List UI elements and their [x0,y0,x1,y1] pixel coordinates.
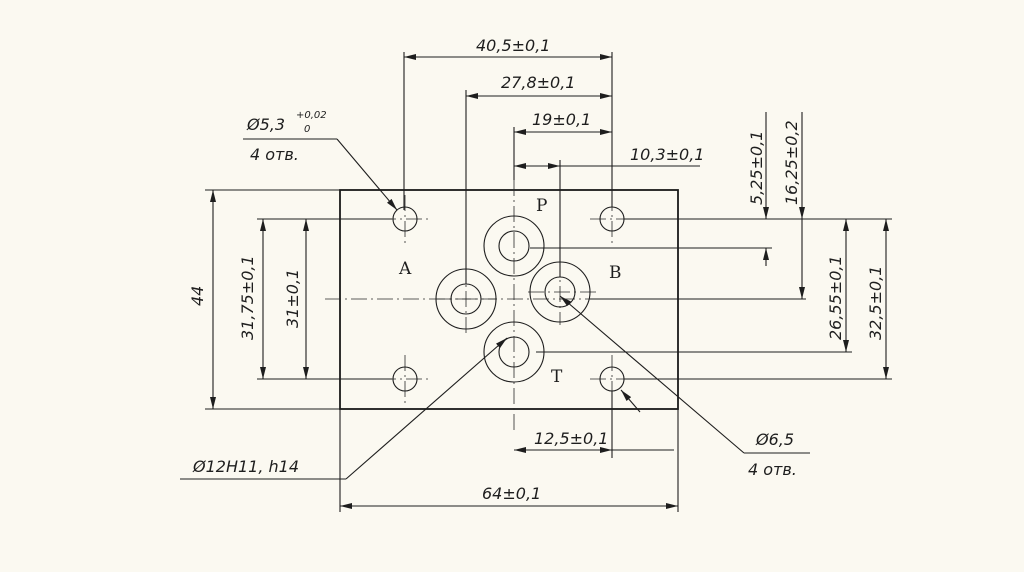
dim-32-5-label: 32,5±0,1 [866,266,885,340]
dim-10-3: 10,3±0,1 [514,145,704,277]
dim-64-label: 64±0,1 [482,484,541,503]
dim-40-5: 40,5±0,1 [403,36,613,210]
dim-27-8: 27,8±0,1 [465,73,612,284]
dia-12-label: Ø12H11, h14 [192,457,299,476]
dim-44-label: 44 [188,286,207,306]
dia-5-3-tolerance-lower: 0 [304,124,310,135]
port-label-b: B [609,263,622,283]
dim-26-55-label: 26,55±0,1 [826,255,845,340]
dim-31-label: 31±0,1 [283,269,302,328]
dim-31: 31±0,1 [283,219,309,379]
port-label-a: A [398,259,412,279]
dim-27-8-label: 27,8±0,1 [501,73,575,92]
dia-6-5-label: Ø6,5 [755,430,794,449]
corner-hole-top-left [392,206,418,232]
dim-32-5: 32,5±0,1 [624,218,892,380]
dim-40-5-label: 40,5±0,1 [476,36,550,55]
dia-5-3-count: 4 отв. [250,145,299,164]
dim-31-75: 31,75±0,1 [238,218,392,380]
dim-64: 64±0,1 [339,409,679,512]
dim-16-25-label: 16,25±0,2 [782,120,801,205]
port-label-p: P [536,196,547,216]
dim-5-25-label: 5,25±0,1 [747,131,766,205]
dia-5-3-tolerance-upper: +0,02 [296,110,327,121]
dim-10-3-label: 10,3±0,1 [630,145,704,164]
dim-19: 19±0,1 [513,110,612,180]
dim-44: 44 [188,189,340,410]
dim-12-5-label: 12,5±0,1 [534,429,608,448]
dim-31-75-label: 31,75±0,1 [238,255,257,340]
callout-dia-5-3: Ø5,3 +0,02 0 4 отв. [243,110,398,211]
callout-dia-6-5: Ø6,5 4 отв. [559,295,810,479]
dim-5-25: 5,25±0,1 [530,112,772,266]
dia-6-5-count: 4 отв. [748,460,797,479]
dim-19-label: 19±0,1 [532,110,591,129]
dia-5-3-label: Ø5,3 [246,115,285,134]
port-hole-p [483,215,545,277]
port-label-t: T [551,367,563,387]
dim-26-55: 26,55±0,1 [536,219,852,353]
dim-12-5: 12,5±0,1 [514,391,674,458]
center-lines [325,180,700,430]
corner-hole-bottom-left [392,366,418,392]
dim-16-25: 16,25±0,2 [590,112,806,300]
callout-dia-12: Ø12H11, h14 [180,337,508,480]
